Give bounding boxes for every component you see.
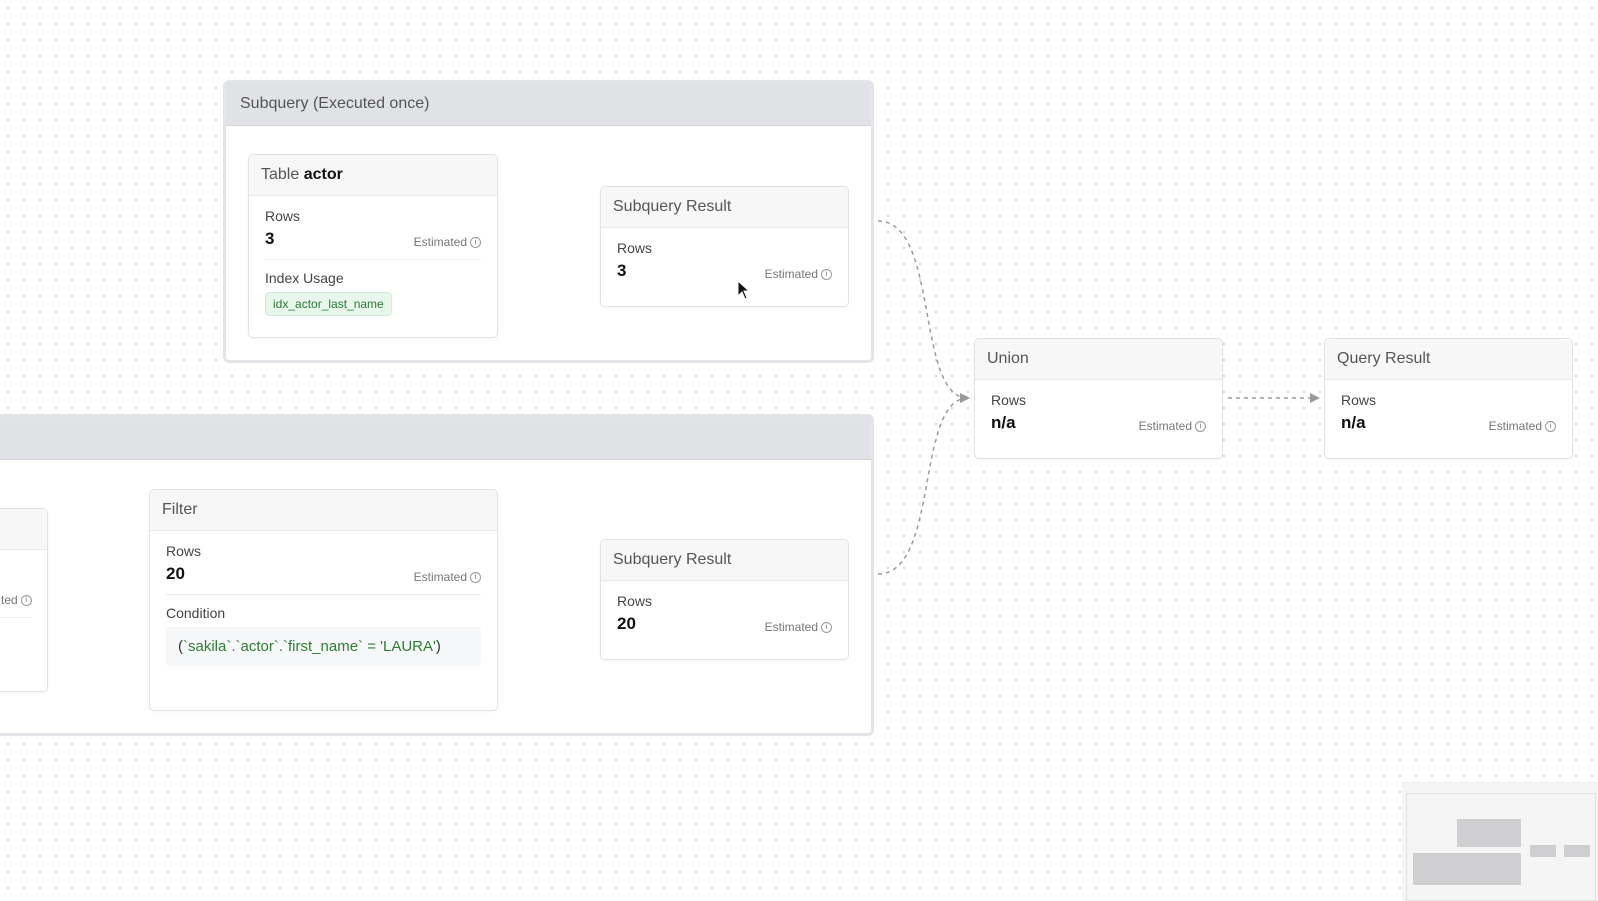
condition-paren-close: ) [435,638,441,655]
table-actor-node[interactable]: Table actor Rows 3 Estimated i Index Usa… [248,154,498,338]
condition-expression: (`sakila`.`actor`.`first_name` = 'LAURA'… [166,627,481,666]
estimated-badge[interactable]: ted i [1,593,32,607]
info-circle-icon[interactable]: i [470,236,481,248]
rows-label: Rows [1341,392,1377,408]
estimated-label: Estimated [764,620,818,634]
minimap-node [1530,845,1556,857]
info-circle-icon[interactable]: i [1545,420,1556,432]
rows-label: Rows [166,543,202,559]
edge-bottom-result-to-union [877,393,970,575]
rows-value: 3 [265,229,275,248]
estimated-label: Estimated [413,235,467,249]
index-usage-label: Index Usage [265,270,344,286]
info-circle-icon[interactable]: i [470,571,481,583]
index-name-tag: idx_actor_last_name [265,292,392,316]
estimated-badge[interactable]: Estimated i [765,620,832,634]
rows-value: 3 [617,261,627,280]
estimated-badge[interactable]: Estimated i [414,235,481,249]
minimap-node [1413,853,1521,885]
minimap-node [1457,819,1521,847]
info-circle-icon[interactable]: i [821,621,832,633]
subquery-result-node-bottom[interactable]: Subquery Result Rows 20 Estimated i [600,539,849,660]
rows-value: 20 [166,564,185,583]
node-title: Subquery Result [601,187,848,228]
estimated-badge[interactable]: Estimated i [765,267,832,281]
node-title: Filter [150,490,497,531]
minimap-node [1564,845,1590,857]
estimated-label: Estimated [413,570,467,584]
rows-label: Rows [617,593,653,609]
node-title-prefix: Table [261,166,300,183]
info-circle-icon[interactable]: i [1195,420,1206,432]
divider [1,617,31,618]
estimated-label: Estimated [1138,419,1192,433]
union-node[interactable]: Union Rows n/a Estimated i [974,338,1223,459]
partial-node-left[interactable]: ted i [0,508,48,692]
condition-code: `sakila`.`actor`.`first_name` = 'LAURA' [183,638,436,655]
node-title: Subquery Result [601,540,848,581]
divider [265,259,481,260]
group-title [0,417,871,460]
estimated-label: Estimated [764,267,818,281]
rows-value: n/a [1341,413,1366,432]
estimated-badge[interactable]: Estimated i [1139,419,1206,433]
node-title: Union [975,339,1222,380]
estimated-label: ted [1,593,18,607]
condition-label: Condition [166,605,226,621]
node-title [0,509,47,550]
rows-value: n/a [991,413,1016,432]
node-title: Table actor [249,155,497,196]
rows-value: 20 [617,614,636,633]
minimap-viewport[interactable] [1406,793,1596,901]
minimap[interactable] [1402,782,1598,901]
group-title: Subquery (Executed once) [226,83,871,126]
node-title: Query Result [1325,339,1572,380]
condition-paren-open: ( [178,638,183,655]
estimated-badge[interactable]: Estimated i [1489,419,1556,433]
rows-label: Rows [617,240,653,256]
rows-label: Rows [265,208,301,224]
mouse-pointer-icon [737,280,751,300]
edge-top-result-to-union [877,220,970,403]
subquery-result-node-top[interactable]: Subquery Result Rows 3 Estimated i [600,186,849,307]
estimated-label: Estimated [1488,419,1542,433]
estimated-badge[interactable]: Estimated i [414,570,481,584]
info-circle-icon[interactable]: i [20,594,32,606]
query-result-node[interactable]: Query Result Rows n/a Estimated i [1324,338,1573,459]
filter-node[interactable]: Filter Rows 20 Estimated i Condition (`s… [149,489,498,711]
divider [166,594,481,595]
rows-label: Rows [991,392,1027,408]
table-name: actor [303,166,343,183]
info-circle-icon[interactable]: i [821,268,832,280]
